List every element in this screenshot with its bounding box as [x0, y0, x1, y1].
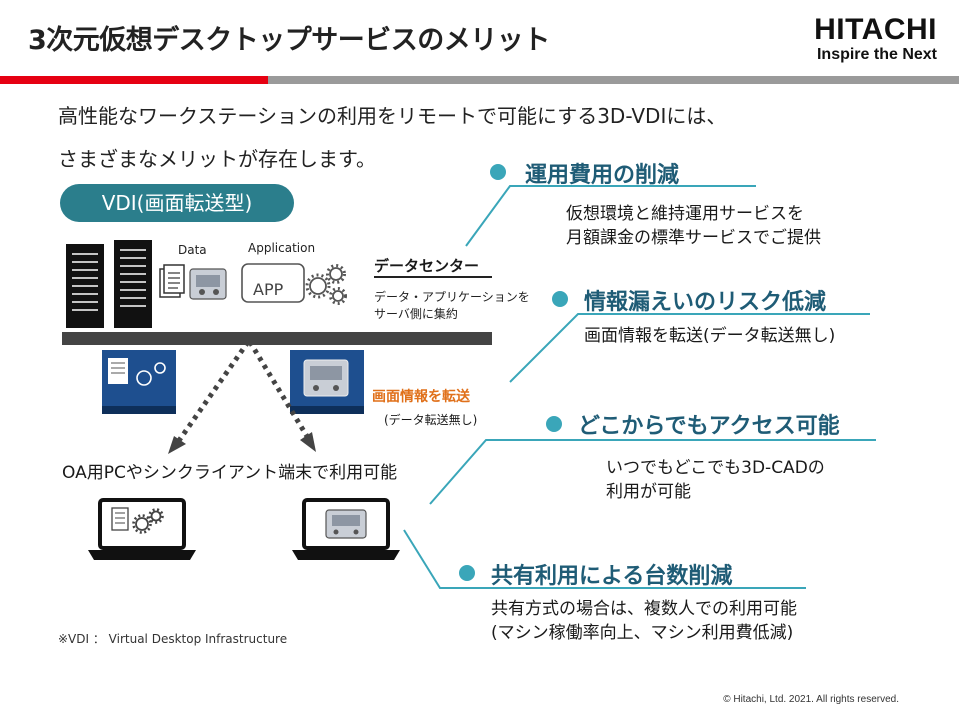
- datacenter-platform: [62, 332, 492, 345]
- hitachi-logo: HITACHI Inspire the Next: [814, 14, 937, 64]
- transfer-arrows: [168, 340, 316, 454]
- benefit-desc-security-1: 画面情報を転送(データ転送無し): [584, 326, 836, 346]
- datacenter-title: データセンター: [374, 257, 480, 275]
- benefit-desc-access-1: いつでもどこでも3D-CADの: [606, 458, 825, 478]
- application-label: Application: [248, 241, 316, 255]
- benefit-desc-sharing-1: 共有方式の場合は、複数人での利用可能: [491, 599, 797, 619]
- brand-tagline: Inspire the Next: [816, 46, 937, 63]
- data-label: Data: [178, 243, 207, 257]
- client-label: OA用PCやシンクライアント端末で利用可能: [62, 463, 398, 483]
- bullet-icon: [490, 164, 506, 180]
- benefit-desc-sharing-2: (マシン稼働率向上、マシン利用費低減): [491, 623, 794, 643]
- benefit-title-access: どこからでもアクセス可能: [578, 414, 840, 439]
- bullet-icon: [552, 291, 568, 307]
- footnote: ※VDI ： Virtual Desktop Infrastructure: [58, 632, 288, 646]
- document-icon: [159, 264, 227, 300]
- screen-image-left: [102, 350, 176, 414]
- screen-transfer-label: 画面情報を転送: [372, 389, 470, 405]
- datacenter-desc-2: サーバ側に集約: [374, 307, 458, 321]
- vdi-type-badge: VDI(画面転送型): [60, 184, 294, 222]
- page-title: 3次元仮想デスクトップサービスのメリット: [28, 25, 550, 56]
- intro-line-2: さまざまなメリットが存在します。: [58, 147, 376, 171]
- benefit-title-cost: 運用費用の削減: [525, 163, 680, 188]
- screen-transfer-note: (データ転送無し): [384, 413, 478, 427]
- benefit-title-sharing: 共有利用による台数削減: [491, 564, 733, 589]
- datacenter-underline: [374, 276, 492, 278]
- copyright: © Hitachi, Ltd. 2021. All rights reserve…: [723, 694, 899, 705]
- header-bar-red: [0, 76, 268, 84]
- datacenter-desc-1: データ・アプリケーションを: [374, 290, 530, 304]
- benefit-desc-access-2: 利用が可能: [606, 482, 691, 502]
- laptop-icon-left: [88, 498, 196, 560]
- app-window-icon: [241, 263, 347, 305]
- laptop-icon-right: [292, 498, 400, 560]
- benefit-desc-cost-2: 月額課金の標準サービスでご提供: [566, 228, 821, 248]
- header-bar-gray: [268, 76, 959, 84]
- brand-name: HITACHI: [814, 13, 937, 46]
- bullet-icon: [546, 416, 562, 432]
- bullet-icon: [459, 565, 475, 581]
- benefit-desc-cost-1: 仮想環境と維持運用サービスを: [566, 204, 804, 224]
- app-text: APP: [253, 280, 284, 299]
- intro-line-1: 高性能なワークステーションの利用をリモートで可能にする3D-VDIには、: [58, 104, 727, 128]
- benefit-title-security: 情報漏えいのリスク低減: [584, 290, 827, 315]
- screen-image-right: [290, 350, 364, 414]
- server-rack-icon: [66, 240, 152, 328]
